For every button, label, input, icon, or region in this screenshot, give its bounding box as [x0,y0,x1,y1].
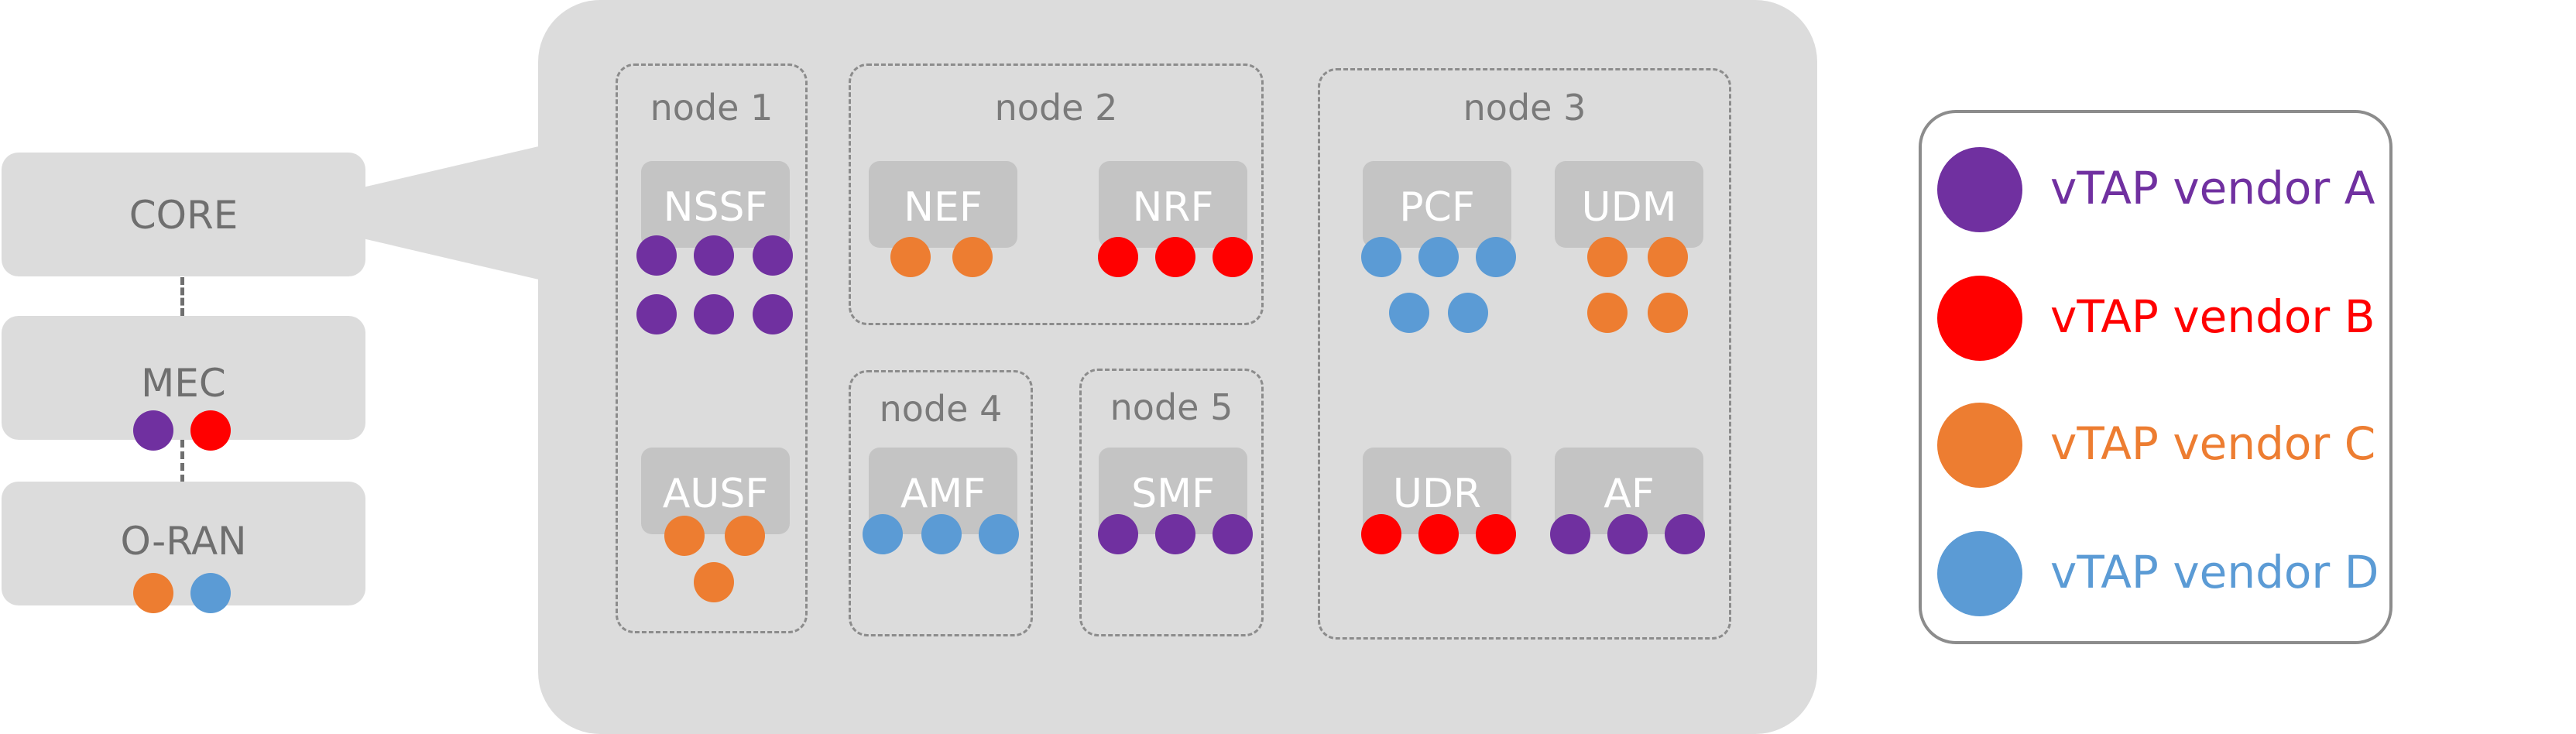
nf-ausf-label: AUSF [662,471,769,517]
node-3: node 3 [1318,68,1731,640]
tier-connector-mec-oran [180,440,184,482]
nf-nef: NEF [869,161,1017,248]
vtap-dot [1213,514,1253,554]
vtap-dot [1648,237,1688,277]
vtap-dot [863,514,903,554]
nf-nssf: NSSF [641,161,790,248]
node-5-label: node 5 [1110,386,1233,428]
vtap-dot [694,235,734,276]
node-4: node 4 [849,370,1033,636]
node-2-label: node 2 [994,87,1118,129]
node-1: node 1 [616,63,808,633]
legend-label-vendor-a: vTAP vendor A [2050,162,2375,214]
vtap-dot [1155,514,1195,554]
vtap-dot [664,516,705,556]
vtap-dot [694,562,734,602]
vtap-dot [190,573,231,613]
legend-swatch-vendor-a [1937,147,2022,232]
legend-label-vendor-b: vTAP vendor B [2050,290,2375,343]
vtap-dot [636,294,677,334]
tier-oran: O-RAN [2,482,365,605]
legend-label-vendor-d: vTAP vendor D [2050,546,2379,599]
nf-amf-label: AMF [900,471,986,517]
vtap-dot [952,237,993,277]
vtap-dot [1213,237,1253,277]
vtap-dot [1550,514,1590,554]
nf-pcf-label: PCF [1399,184,1475,231]
legend-swatch-vendor-c [1937,403,2022,488]
vtap-dot [1098,514,1138,554]
vtap-dot [636,235,677,276]
vtap-dot [1587,293,1628,333]
nf-smf-label: SMF [1131,471,1215,517]
vtap-dot [753,294,793,334]
nf-af-label: AF [1604,471,1655,517]
tier-mec: MEC [2,316,365,440]
node-1-label: node 1 [650,87,773,129]
legend-label-vendor-c: vTAP vendor C [2050,417,2376,470]
nf-nrf: NRF [1099,161,1247,248]
nf-udm-label: UDM [1581,184,1677,231]
tier-connector-core-mec [180,277,184,316]
vtap-dot [1448,293,1488,333]
vtap-dot [1418,237,1459,277]
vtap-dot [1476,514,1516,554]
vtap-dot [1648,293,1688,333]
legend-swatch-vendor-d [1937,531,2022,616]
vtap-dot [133,573,173,613]
vtap-dot [1476,237,1516,277]
node-2: node 2 [849,63,1264,325]
vtap-dot [753,235,793,276]
vtap-dot [133,410,173,451]
vtap-dot [1155,237,1195,277]
node-4-label: node 4 [879,388,1003,430]
vtap-dot [1418,514,1459,554]
vtap-dot [1389,293,1429,333]
vtap-dot [190,410,231,451]
nf-ausf: AUSF [641,448,790,534]
vtap-dot [725,516,765,556]
vtap-dot [921,514,962,554]
nf-udm: UDM [1555,161,1703,248]
vtap-dot [1361,514,1401,554]
nf-nrf-label: NRF [1132,184,1214,231]
node-5: node 5 [1079,369,1264,636]
vtap-dot [979,514,1019,554]
tier-mec-label: MEC [141,361,226,406]
vtap-dot [1361,237,1401,277]
nf-pcf: PCF [1363,161,1511,248]
nf-udr-label: UDR [1392,471,1482,517]
vtap-dot [1587,237,1628,277]
vtap-dot [890,237,931,277]
vtap-dot [1098,237,1138,277]
node-3-label: node 3 [1463,87,1586,129]
tier-core-label: CORE [129,193,238,238]
vtap-dot [1665,514,1705,554]
vtap-dot [694,294,734,334]
core-detail-panel [538,0,1817,734]
legend: vTAP vendor A vTAP vendor B vTAP vendor … [1919,110,2392,644]
tier-core: CORE [2,153,365,276]
vtap-dot [1607,514,1648,554]
nf-nef-label: NEF [904,184,983,231]
legend-swatch-vendor-b [1937,276,2022,361]
tier-oran-label: O-RAN [120,519,247,564]
nf-nssf-label: NSSF [663,184,768,231]
